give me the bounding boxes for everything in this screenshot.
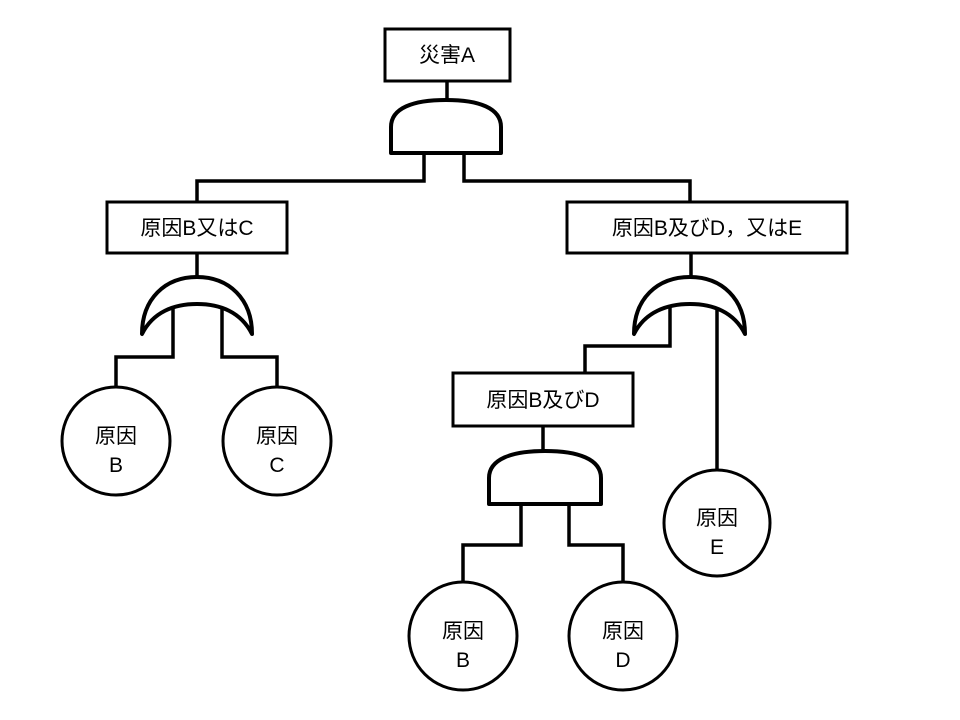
intermediate-event-left-box <box>105 200 289 255</box>
basic-event-c-circle <box>221 385 333 497</box>
basic-event-e-circle <box>662 468 772 578</box>
basic-event-b1-circle <box>60 385 172 497</box>
connector-or-right-to-middle-box <box>583 298 672 374</box>
connector-or-left-to-circle-b <box>114 298 175 388</box>
basic-event-b1-line1: 原因 <box>95 425 137 448</box>
basic-event-e-line2: E <box>710 536 724 559</box>
basic-event-b1-line2: B <box>109 454 123 477</box>
left-or-gate-symbol <box>140 275 254 336</box>
intermediate-event-middle-label: 原因B及びD <box>486 389 599 412</box>
intermediate-event-left-label: 原因B又はC <box>140 217 253 240</box>
top-and-gate-symbol <box>389 98 503 155</box>
basic-event-d-line1: 原因 <box>602 620 644 643</box>
right-or-gate-symbol <box>632 275 747 336</box>
top-event-label: 災害A <box>419 44 475 67</box>
connector-or-left-to-circle-c <box>220 298 279 388</box>
connector-and-gate-to-right-branch <box>462 152 692 203</box>
basic-event-b2-circle <box>407 580 519 692</box>
intermediate-event-middle-box <box>451 371 635 428</box>
basic-event-d-line2: D <box>615 649 630 672</box>
basic-event-d-circle <box>567 580 679 692</box>
connector-and-gate-to-left-branch <box>195 152 426 203</box>
connector-and-middle-to-circle-b2 <box>461 503 523 583</box>
connector-and-middle-to-circle-d <box>567 503 625 583</box>
top-event-box <box>383 27 512 83</box>
basic-event-e-line1: 原因 <box>696 507 738 530</box>
basic-event-c-line1: 原因 <box>256 425 298 448</box>
middle-and-gate-symbol <box>487 449 603 506</box>
basic-event-c-line2: C <box>269 454 284 477</box>
intermediate-event-right-label: 原因B及びD，又はE <box>612 217 802 240</box>
basic-event-b2-line1: 原因 <box>442 620 484 643</box>
basic-event-b2-line2: B <box>456 649 470 672</box>
intermediate-event-right-box <box>565 200 849 255</box>
